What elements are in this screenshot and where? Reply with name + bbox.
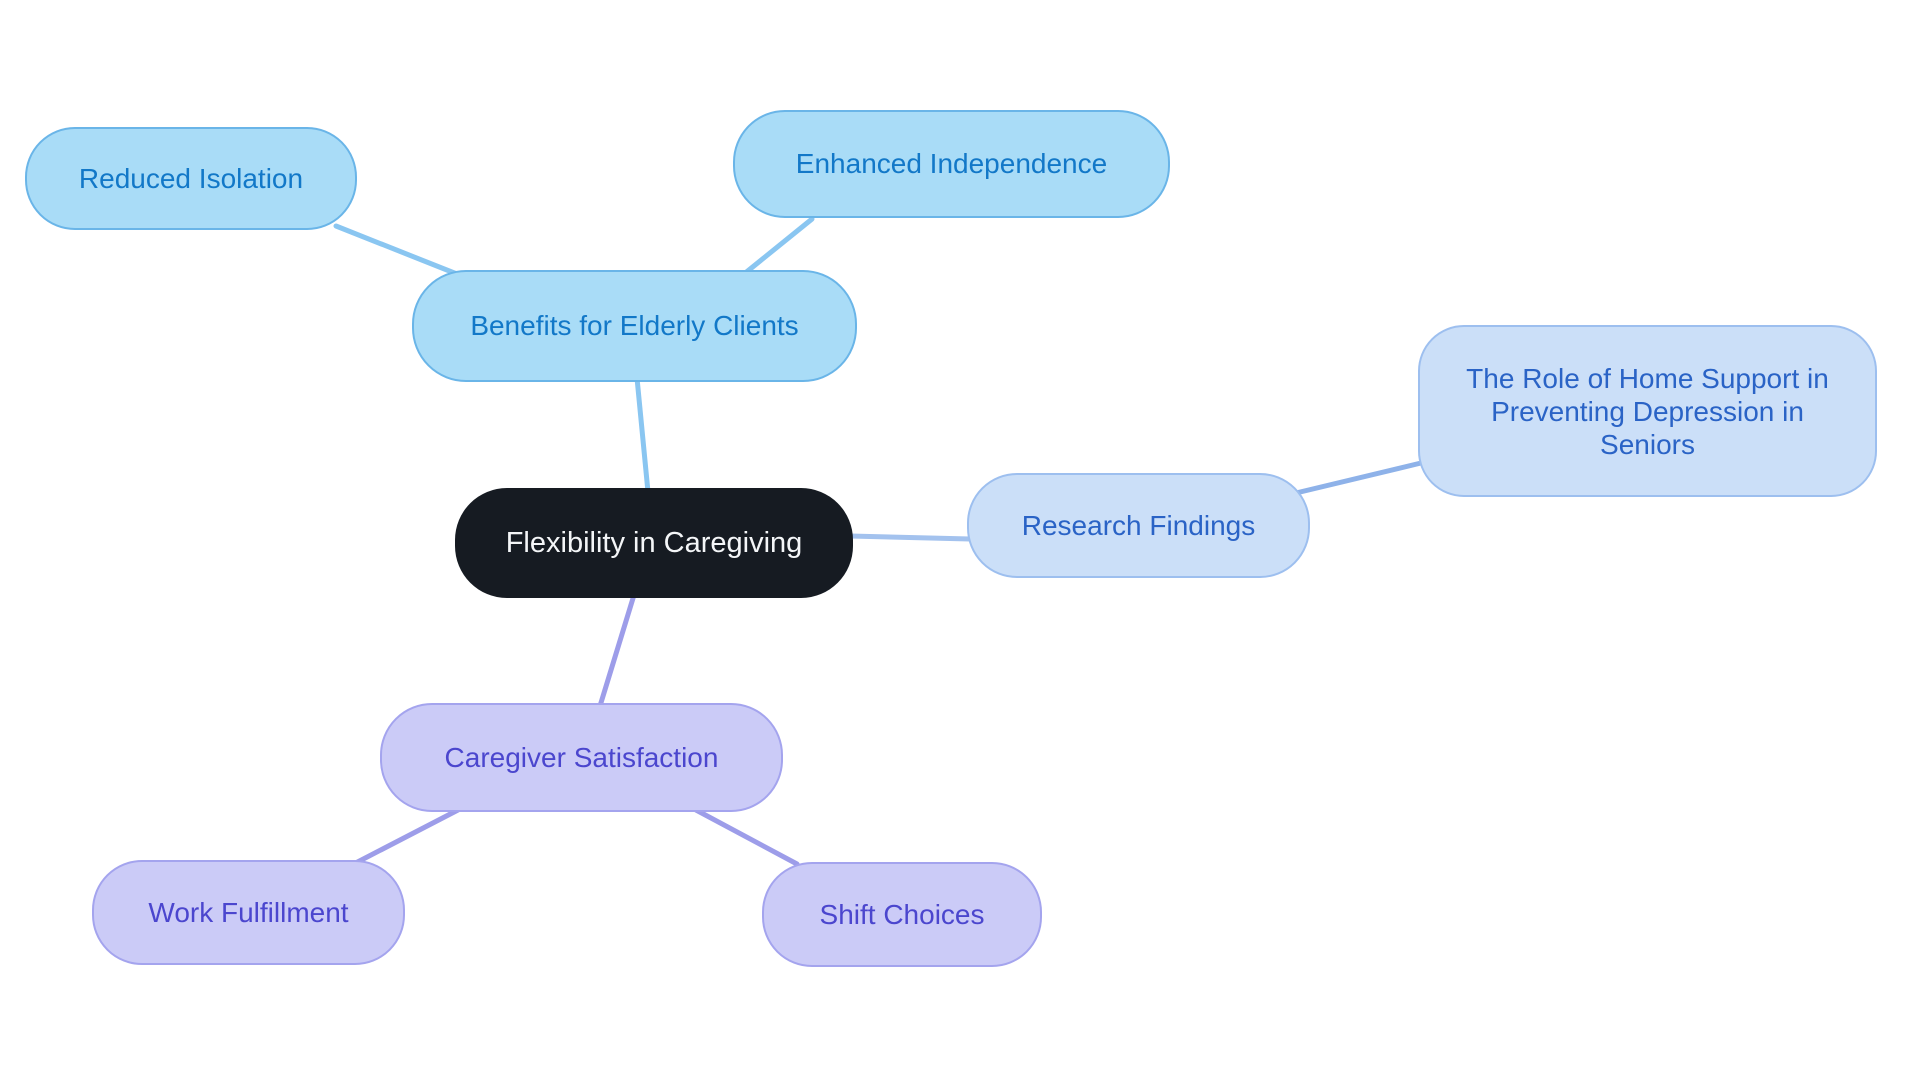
edge-caregiver-shift	[693, 807, 800, 867]
edge-caregiver-work	[343, 807, 461, 871]
node-label: Flexibility in Caregiving	[505, 526, 803, 559]
node-reduced-isolation[interactable]: Reduced Isolation	[25, 127, 357, 230]
node-label: Caregiver Satisfaction	[444, 741, 719, 773]
node-work-fulfillment[interactable]: Work Fulfillment	[92, 860, 405, 965]
edge-root-research	[847, 533, 973, 542]
node-flexibility-in-caregiving[interactable]: Flexibility in Caregiving	[455, 488, 853, 598]
edge-root-caregiver	[597, 592, 637, 709]
edge-benefits-enhanced	[741, 216, 815, 277]
edge-root-benefits	[634, 375, 651, 495]
node-label: The Role of Home Support in Preventing D…	[1466, 362, 1829, 460]
edge-benefits-reduced	[333, 223, 465, 279]
node-label: Benefits for Elderly Clients	[470, 310, 799, 341]
node-role-of-home-support[interactable]: The Role of Home Support in Preventing D…	[1418, 325, 1877, 497]
node-benefits-for-elderly-clients[interactable]: Benefits for Elderly Clients	[412, 270, 857, 382]
node-label: Research Findings	[1021, 509, 1256, 541]
node-label: Work Fulfillment	[148, 896, 349, 928]
node-caregiver-satisfaction[interactable]: Caregiver Satisfaction	[380, 703, 783, 812]
node-shift-choices[interactable]: Shift Choices	[762, 862, 1042, 967]
node-label: Shift Choices	[819, 898, 985, 930]
node-label: Reduced Isolation	[78, 162, 304, 194]
node-label: Enhanced Independence	[795, 148, 1108, 179]
node-enhanced-independence[interactable]: Enhanced Independence	[733, 110, 1170, 218]
node-research-findings[interactable]: Research Findings	[967, 473, 1310, 578]
edge-research-role	[1293, 460, 1424, 496]
